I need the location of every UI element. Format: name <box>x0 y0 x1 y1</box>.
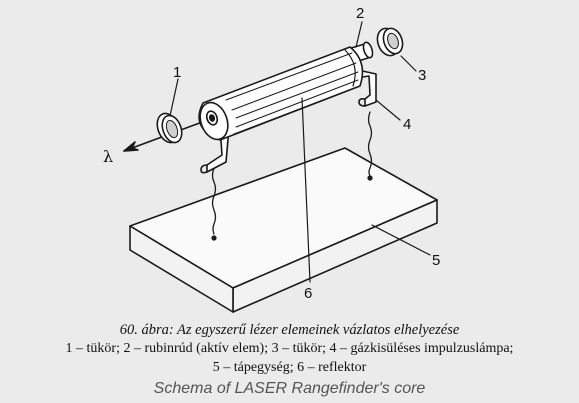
figure-caption: 60. ábra: Az egyszerű lézer elemeinek vá… <box>119 322 460 338</box>
leader-2 <box>355 21 363 48</box>
left-mirror <box>156 112 183 144</box>
wire-left <box>211 167 217 235</box>
leader-6 <box>301 97 311 283</box>
footer-title: Schema of LASER Rangefinder's core <box>153 380 426 397</box>
leader-4 <box>375 99 401 121</box>
right-mirror <box>376 27 404 57</box>
legend-line-1: 1 – tükör; 2 – rubinrúd (aktív elem); 3 … <box>65 341 514 356</box>
leader-1 <box>169 78 179 117</box>
leader-3 <box>400 55 417 72</box>
label-lambda: λ <box>103 147 113 166</box>
laser-schematic: 1 2 3 4 5 6 λ <box>103 5 440 313</box>
label-3: 3 <box>418 67 426 84</box>
wire-right-terminal <box>367 175 373 181</box>
wire-right <box>367 111 373 177</box>
label-6: 6 <box>304 285 312 302</box>
label-4: 4 <box>403 116 411 133</box>
leader-5 <box>371 224 431 256</box>
power-supply-box <box>129 147 438 313</box>
legend-line-2: 5 – tápegység; 6 – reflektor <box>212 360 367 375</box>
label-5: 5 <box>432 252 440 269</box>
label-2: 2 <box>356 5 364 22</box>
reflector-cylinder <box>198 46 364 141</box>
label-1: 1 <box>173 64 181 81</box>
wire-left-terminal <box>211 235 217 241</box>
